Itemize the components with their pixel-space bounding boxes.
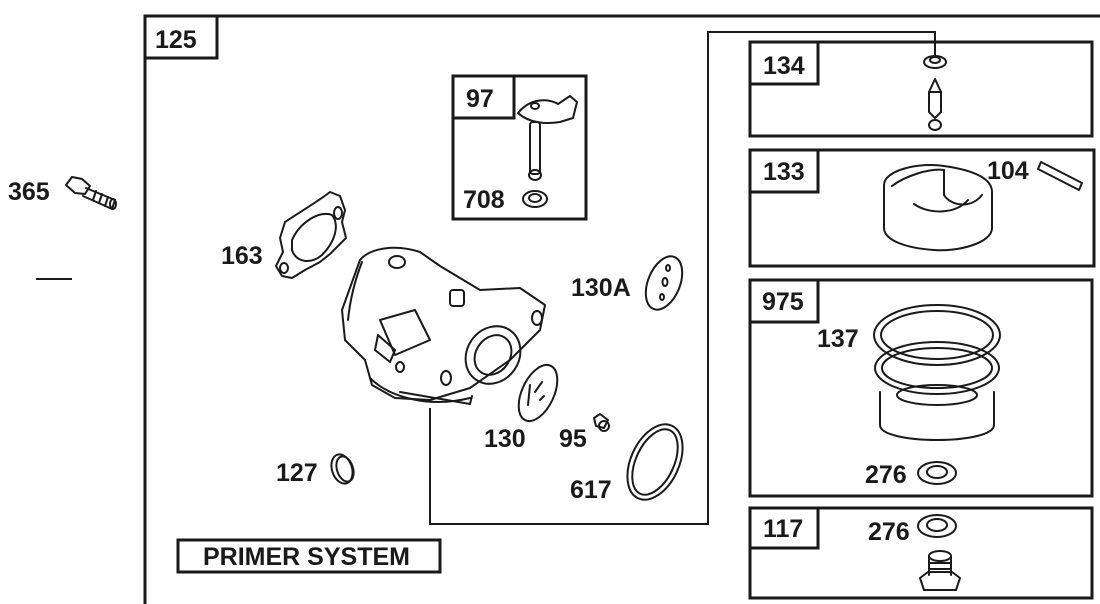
part-130A-label: 130A [571, 274, 631, 302]
part-708-label: 708 [463, 186, 505, 214]
kit-97-label: 97 [466, 85, 494, 113]
primer-diaphragm-icon [517, 363, 559, 423]
welch-plug-icon [330, 453, 355, 485]
part-617-label: 617 [570, 476, 612, 504]
part-130[interactable]: 130 [484, 359, 565, 453]
part-276-label-a: 276 [865, 461, 907, 489]
hinge-pin-icon [1037, 161, 1083, 191]
kit-133[interactable]: 133 104 [748, 148, 1096, 268]
needle-valve-icon [923, 55, 947, 131]
kit-975-label: 975 [762, 288, 804, 316]
kit-97-ref-box [451, 74, 516, 120]
part-365[interactable]: 365 [8, 176, 117, 210]
assembly-ref-box [143, 14, 219, 60]
title-text: PRIMER SYSTEM [203, 543, 410, 571]
kit-133-frame [748, 148, 1096, 268]
kit-975-frame [748, 278, 1094, 498]
carburetor-body-icon [341, 246, 546, 405]
kit-133-label: 133 [763, 158, 805, 186]
part-130A[interactable]: 130A [571, 251, 689, 315]
part-617[interactable]: 617 [570, 416, 694, 509]
bolt-icon [65, 176, 117, 210]
main-assembly-frame: 125 [143, 14, 1100, 604]
kit-133-ref-box [748, 148, 820, 194]
assembly-ref-label: 125 [155, 26, 197, 54]
throttle-shaft-icon [517, 95, 578, 181]
part-163-label: 163 [221, 242, 263, 270]
part-163[interactable]: 163 [221, 191, 347, 279]
gasket-icon [275, 191, 347, 279]
part-95-label: 95 [559, 425, 587, 453]
kit-97[interactable]: 97 708 [451, 74, 588, 221]
kit-117-ref-box [748, 506, 820, 550]
kit-134-ref-box [748, 40, 820, 86]
kit-97-frame [451, 74, 588, 221]
part-95[interactable]: 95 [559, 413, 610, 453]
kit-975-ref-box [748, 278, 820, 324]
kit-134-label: 134 [763, 52, 805, 80]
title-frame [176, 538, 442, 574]
part-276-label-b: 276 [868, 518, 910, 546]
seal-icon [522, 190, 548, 208]
kit-134-frame [748, 40, 1094, 138]
kit-117-label: 117 [763, 515, 803, 543]
part-104-label: 104 [987, 157, 1029, 185]
part-137-label: 137 [817, 325, 859, 353]
kit-975[interactable]: 975 137 276 [748, 278, 1094, 498]
o-ring-icon [626, 423, 684, 501]
part-127[interactable]: 127 [276, 452, 357, 487]
washer-icon [917, 514, 957, 538]
leader-lines [429, 31, 936, 525]
primer-cover-icon [644, 255, 684, 311]
kit-117-frame [748, 506, 1094, 600]
washer-icon [917, 461, 957, 485]
float-bowl-icon [873, 304, 1001, 441]
part-127-label: 127 [276, 459, 318, 487]
primer-system-title: PRIMER SYSTEM [176, 538, 442, 574]
bowl-nut-icon [919, 550, 961, 591]
kit-134[interactable]: 134 [748, 40, 1094, 138]
part-130-label: 130 [484, 425, 526, 453]
part-365-label: 365 [8, 178, 50, 206]
float-icon [883, 164, 993, 252]
kit-117[interactable]: 117 276 [748, 506, 1094, 600]
screw-icon [593, 413, 610, 432]
